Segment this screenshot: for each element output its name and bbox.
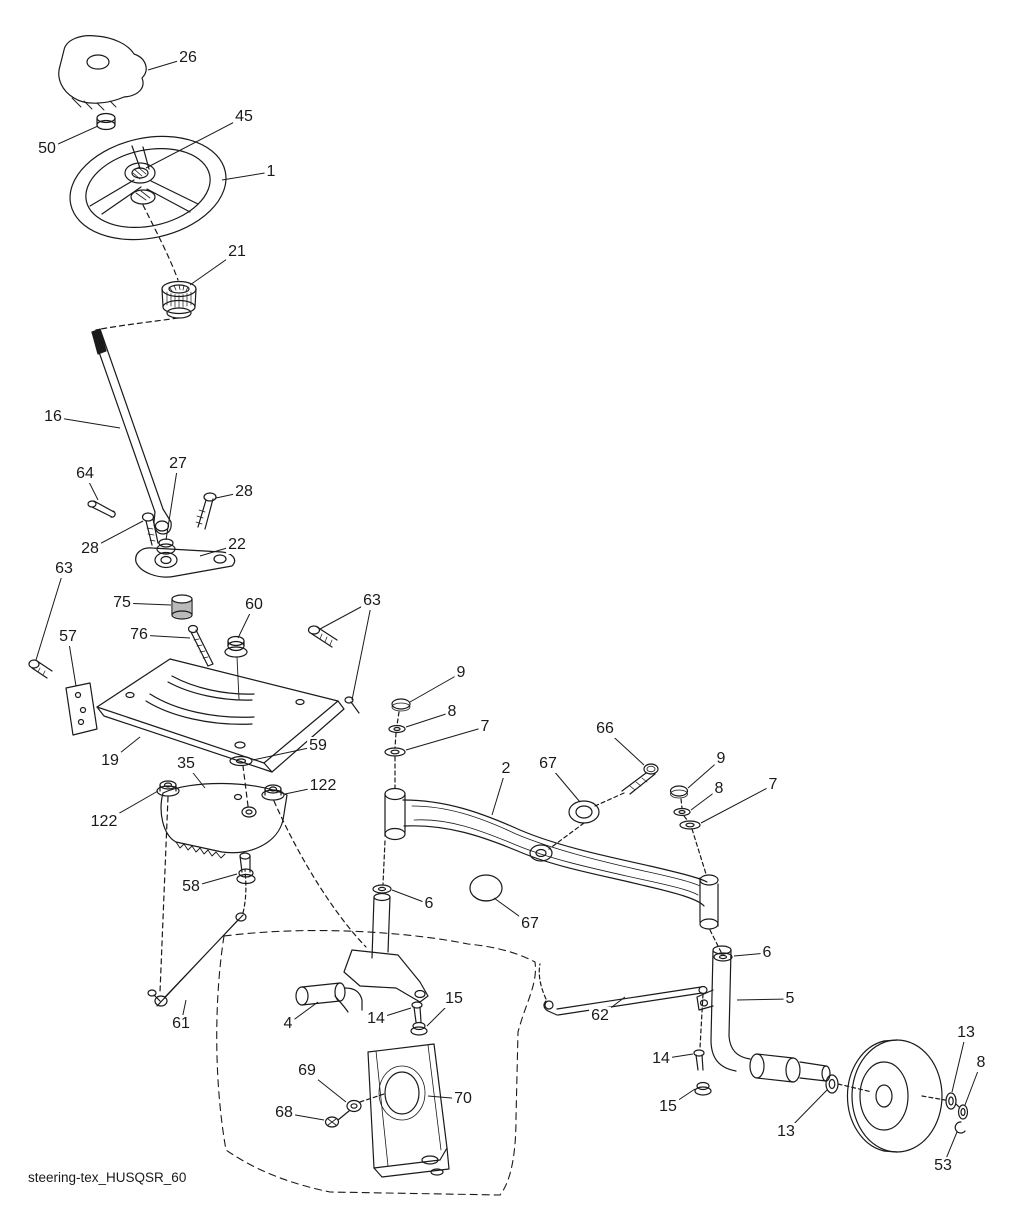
diagram-caption: steering-tex_HUSQSR_60 <box>28 1170 187 1185</box>
part-callout-15-37: 15 <box>443 990 465 1008</box>
part-callout-21-4: 21 <box>226 243 248 261</box>
part-callout-60-15: 60 <box>243 596 265 614</box>
part-washer-69 <box>346 1099 362 1113</box>
part-callout-6-32: 6 <box>422 895 436 913</box>
part-steering-boot <box>161 280 197 319</box>
part-nut-60 <box>224 635 248 700</box>
part-callout-7-25: 7 <box>478 718 492 736</box>
part-callout-14-44: 14 <box>650 1050 672 1068</box>
part-drag-link <box>147 912 247 1007</box>
part-callout-4-35: 4 <box>281 1015 295 1033</box>
part-callout-5-39: 5 <box>783 990 797 1008</box>
part-front-axle <box>384 787 719 930</box>
part-callout-68-42: 68 <box>273 1104 295 1122</box>
part-callout-8-30: 8 <box>712 780 726 798</box>
part-callout-28-9: 28 <box>79 540 101 558</box>
part-callout-2-26: 2 <box>499 760 513 778</box>
part-bracket-70 <box>367 1043 450 1178</box>
part-callout-6-40: 6 <box>760 944 774 962</box>
part-gear-75 <box>171 594 193 620</box>
part-callout-66-28: 66 <box>594 720 616 738</box>
part-callout-16-5: 16 <box>42 408 64 426</box>
part-callout-8-48: 8 <box>974 1054 988 1072</box>
part-callout-14-36: 14 <box>365 1010 387 1028</box>
part-washer-59 <box>229 755 253 767</box>
part-callout-27-7: 27 <box>167 455 189 473</box>
detail-boundary <box>216 929 537 1196</box>
part-steering-wheel <box>69 135 227 241</box>
part-callout-13-47: 13 <box>955 1024 977 1042</box>
part-callout-67-33: 67 <box>519 915 541 933</box>
part-callout-61-34: 61 <box>170 1015 192 1033</box>
part-callout-13-46: 13 <box>775 1123 797 1141</box>
part-pin <box>87 500 116 518</box>
part-bolt-nut-left <box>410 1001 428 1036</box>
part-callout-62-38: 62 <box>589 1007 611 1025</box>
part-plate-57 <box>65 682 98 736</box>
part-cap <box>96 112 116 131</box>
part-screw-68 <box>324 1110 350 1128</box>
part-cap-washer-stack-left <box>384 698 411 757</box>
part-callout-9-29: 9 <box>714 750 728 768</box>
part-bolt-66 <box>621 763 659 795</box>
part-callout-9-23: 9 <box>454 664 468 682</box>
part-sector-gear <box>156 780 288 859</box>
part-callout-122-20: 122 <box>307 777 339 795</box>
part-callout-35-19: 35 <box>175 755 197 773</box>
part-callout-67-27: 67 <box>537 755 559 773</box>
part-screw-76 <box>187 624 214 667</box>
part-bolt-28 <box>141 492 217 546</box>
part-callout-15-45: 15 <box>657 1098 679 1116</box>
part-callout-75-13: 75 <box>111 594 133 612</box>
part-elbow-4 <box>295 982 363 1013</box>
part-callout-63-16: 63 <box>361 592 383 610</box>
part-callout-59-18: 59 <box>307 737 329 755</box>
part-bolt-nut-right <box>693 1049 712 1096</box>
part-callout-58-22: 58 <box>180 878 202 896</box>
part-callout-45-2: 45 <box>233 108 255 126</box>
part-callout-8-24: 8 <box>445 703 459 721</box>
part-callout-19-17: 19 <box>99 752 121 770</box>
part-disc-67 <box>469 874 503 902</box>
part-callout-122-21: 122 <box>88 813 120 831</box>
part-callout-7-31: 7 <box>766 776 780 794</box>
part-callout-22-10: 22 <box>226 536 248 554</box>
part-callout-70-43: 70 <box>452 1090 474 1108</box>
part-callout-69-41: 69 <box>296 1062 318 1080</box>
part-keyplate <box>58 35 147 111</box>
part-callout-1-3: 1 <box>264 163 278 181</box>
part-callout-63-11: 63 <box>53 560 75 578</box>
part-bracket-22 <box>135 547 236 578</box>
part-callout-28-8: 28 <box>233 483 255 501</box>
part-callout-64-6: 64 <box>74 465 96 483</box>
part-callout-26-0: 26 <box>177 49 199 67</box>
part-callout-57-12: 57 <box>57 628 79 646</box>
part-tie-rod <box>543 985 708 1016</box>
part-front-wheel <box>846 1039 943 1153</box>
part-washer-13-outer <box>945 1092 969 1134</box>
part-washer-6-right <box>713 952 733 962</box>
part-callout-53-49: 53 <box>932 1157 954 1175</box>
part-callout-50-1: 50 <box>36 140 58 158</box>
part-callout-76-14: 76 <box>128 626 150 644</box>
